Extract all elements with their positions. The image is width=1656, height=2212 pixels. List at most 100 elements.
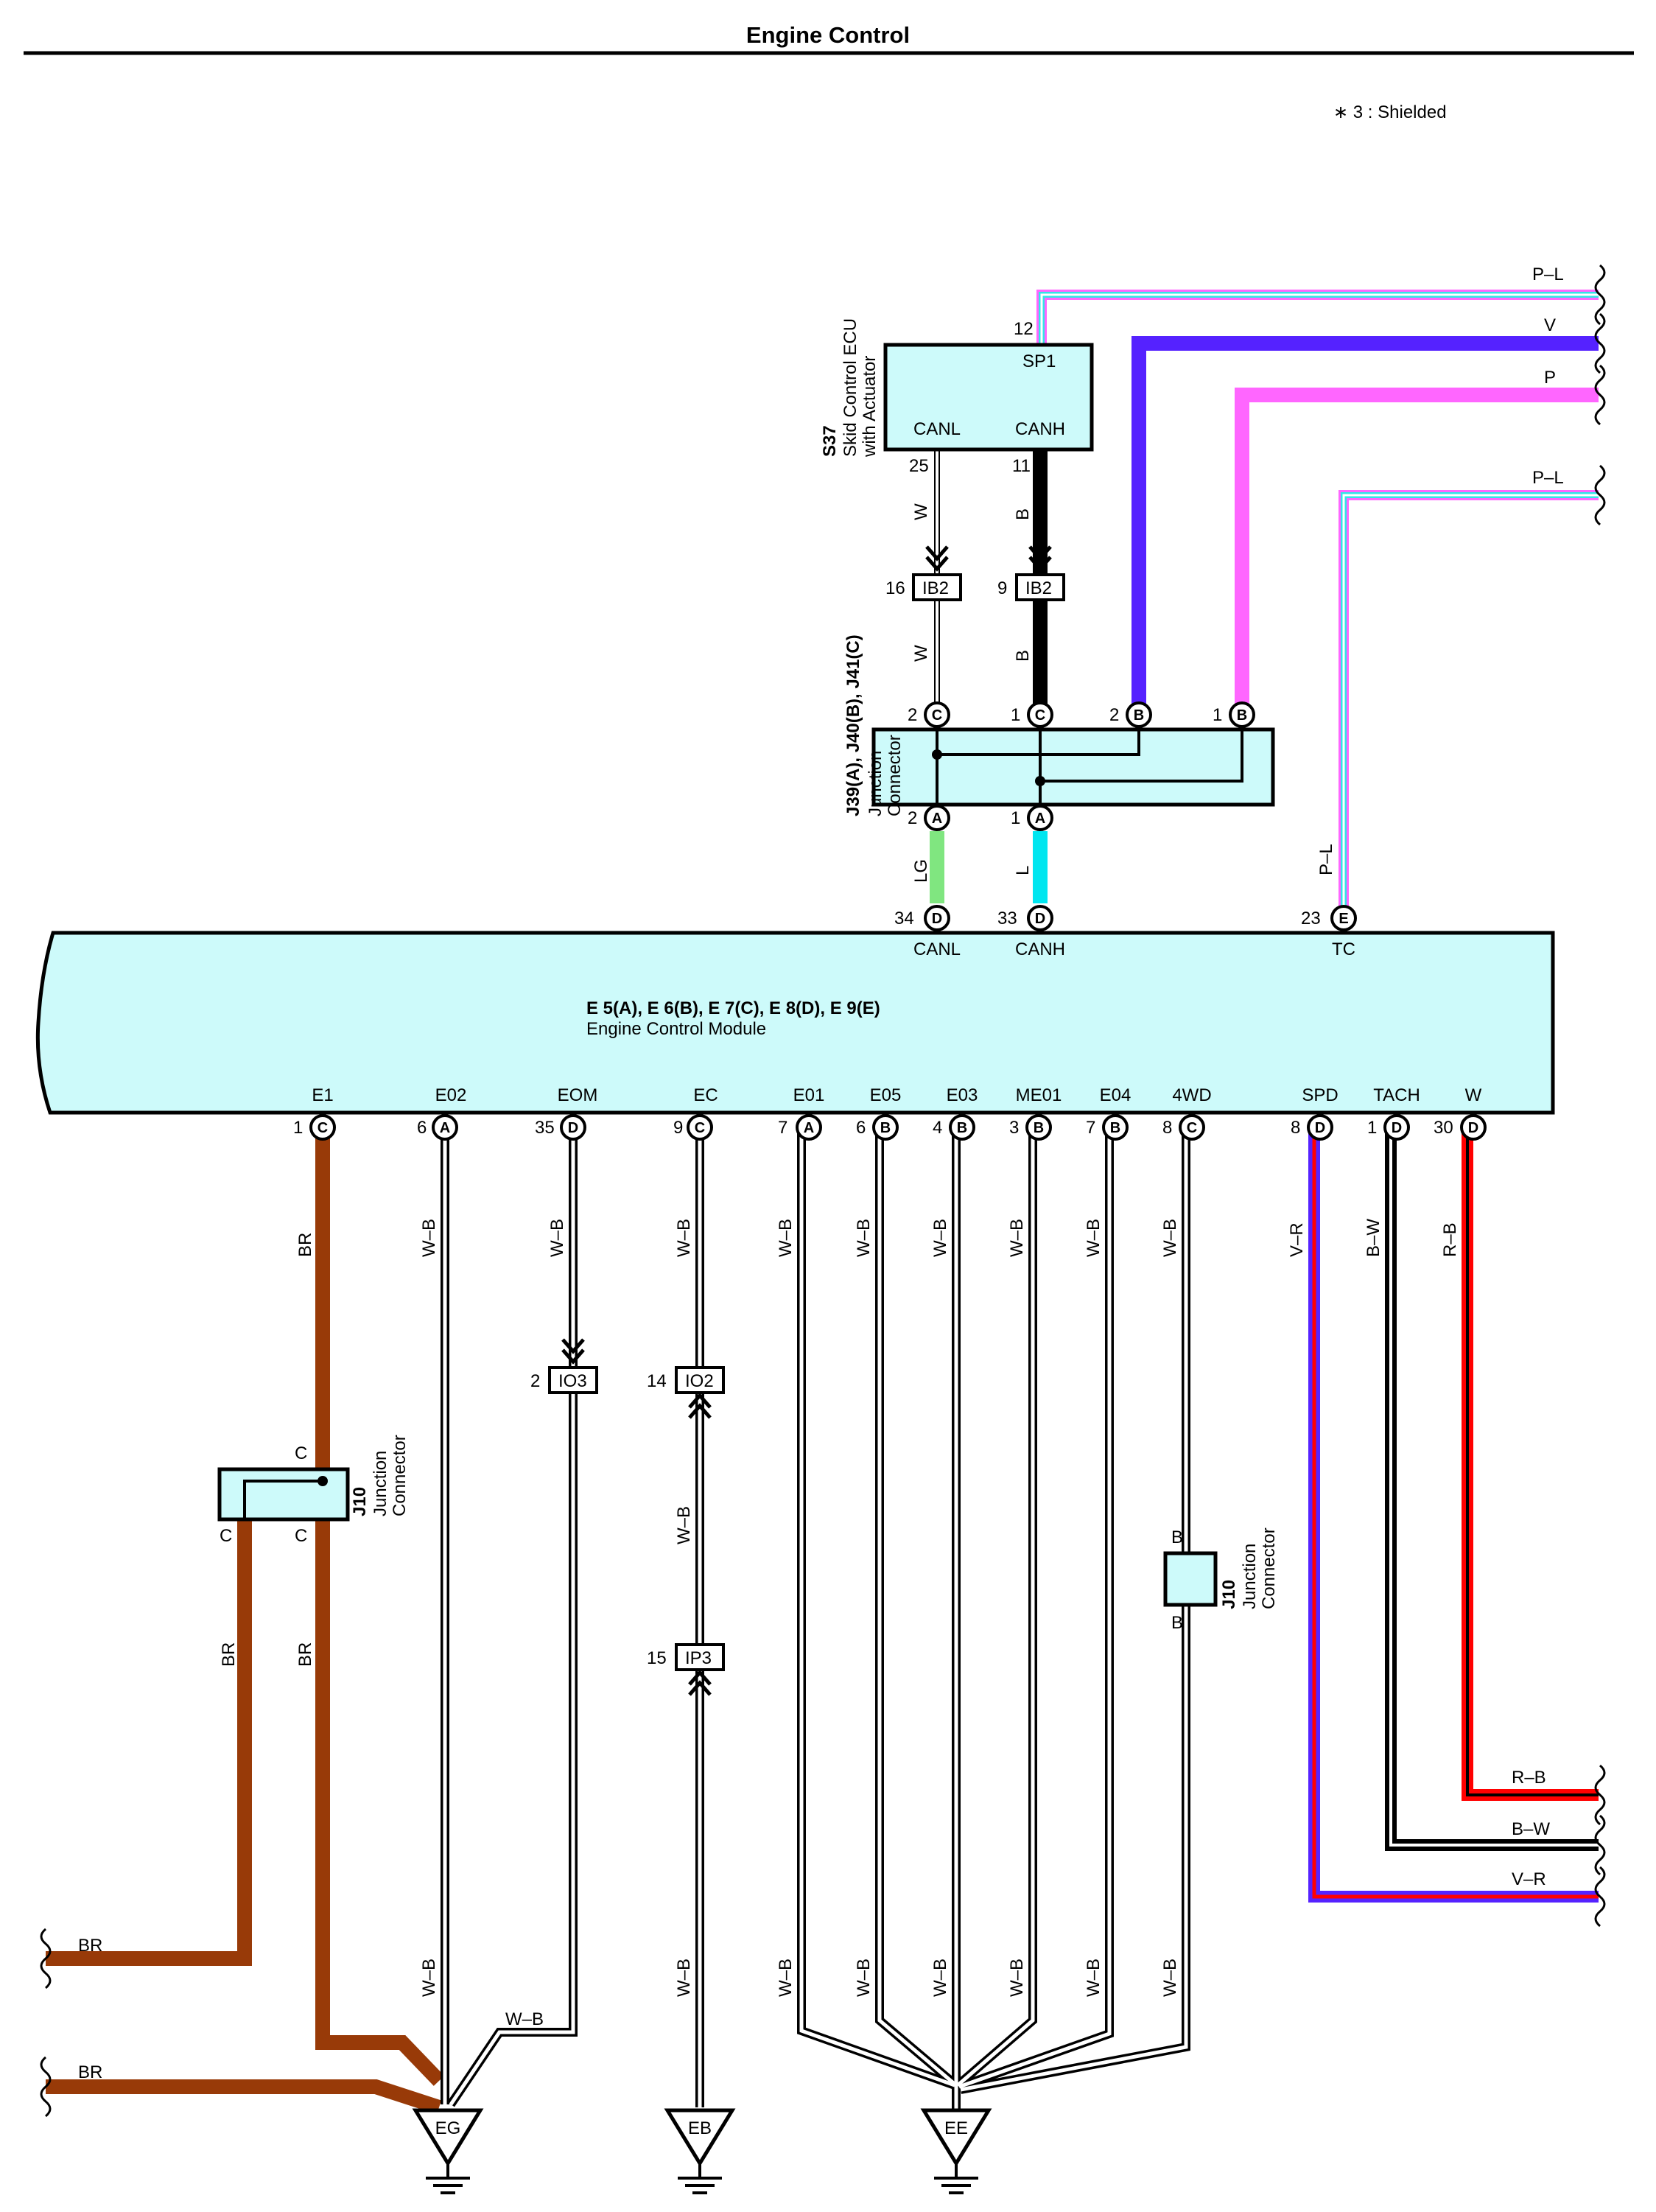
page-title: Engine Control <box>746 22 910 48</box>
svg-text:C: C <box>695 1120 705 1136</box>
wire-label-p-l-mid: P–L <box>1532 468 1564 488</box>
wire-label-v-r: V–R <box>1287 1222 1307 1257</box>
svg-text:B: B <box>1034 1120 1044 1136</box>
in-line-connector <box>1015 573 1065 601</box>
svg-text:E: E <box>1339 911 1348 927</box>
wire-label-w-b: W–B <box>1084 1959 1104 1997</box>
engine-control-module <box>35 931 1555 1115</box>
wire-label-br: BR <box>78 1936 102 1956</box>
ecm-bottom-pin-e02: A <box>432 1114 458 1141</box>
component-name: Connector <box>390 1435 410 1516</box>
in-line-connector <box>675 1366 725 1394</box>
svg-text:A: A <box>804 1120 814 1136</box>
ecm-bottom-pin-e1: C <box>309 1114 336 1141</box>
pin-number: 11 <box>1012 456 1031 476</box>
pin-number: 35 <box>535 1118 555 1138</box>
ecm-bottom-pin-e05: B <box>872 1114 899 1141</box>
wire-label-p-l-top: P–L <box>1532 265 1564 284</box>
wire-label-p-l-vert: P–L <box>1316 844 1336 875</box>
wire-label-w-b: W–B <box>1160 1219 1180 1257</box>
skid-control-ecu <box>883 343 1094 452</box>
wire-label-w-b: W–B <box>505 2009 544 2029</box>
break-symbol <box>1594 312 1606 374</box>
terminal-name: EC <box>693 1085 718 1105</box>
pin-number: 12 <box>1014 319 1034 339</box>
pin-number: 7 <box>1086 1118 1095 1138</box>
terminal-name: E01 <box>793 1085 825 1105</box>
wire-b-w <box>1385 1129 1599 1851</box>
ground-eg: EG <box>412 2108 484 2194</box>
terminal-name: SP1 <box>1022 351 1056 371</box>
junction-connector-j10 <box>217 1467 350 1522</box>
junction-letter: C <box>295 1443 307 1463</box>
wire-w-b-group <box>441 1129 1190 2109</box>
wire-label-r-b: R–B <box>1512 1768 1546 1788</box>
junction-connector-j10 <box>1163 1551 1218 1607</box>
terminal-name: CANH <box>1015 419 1065 439</box>
in-line-connector <box>675 1643 725 1671</box>
male-connector-arrow <box>1028 545 1052 572</box>
connector-pin: 15 <box>647 1648 667 1668</box>
pin-circle: C <box>924 701 950 728</box>
wire-v <box>1132 336 1599 713</box>
break-symbol <box>1594 364 1606 426</box>
pin-number: 33 <box>997 909 1017 928</box>
wire-label-w: W <box>911 645 931 662</box>
terminal-name: W <box>1465 1085 1482 1105</box>
pin-number: 6 <box>417 1118 427 1138</box>
ground-ee: EE <box>920 2108 992 2194</box>
svg-text:D: D <box>932 911 942 927</box>
connector-id: IO3 <box>558 1371 587 1391</box>
wire-label-b-w: B–W <box>1512 1819 1550 1839</box>
junction-dot <box>317 1476 328 1486</box>
pin-circle: E <box>1330 905 1357 931</box>
wire-label-w-b: W–B <box>854 1959 874 1997</box>
junction-dot <box>932 749 942 760</box>
break-symbol <box>1594 1866 1606 1928</box>
break-symbol <box>40 1928 52 1989</box>
break-symbol <box>40 2056 52 2118</box>
female-connector-arrow <box>688 1670 712 1696</box>
pin-circle: C <box>1027 701 1053 728</box>
component-name: Junction <box>1240 1544 1260 1609</box>
connector-pin: 16 <box>885 578 905 598</box>
terminal-name: CANL <box>913 939 961 959</box>
junction-dot <box>1035 776 1045 786</box>
wire-label-w-b: W–B <box>1160 1959 1180 1997</box>
terminal-name: CANH <box>1015 939 1065 959</box>
wire-label-b: B <box>1013 650 1033 662</box>
pin-number: 7 <box>778 1118 787 1138</box>
pin-circle: D <box>1027 905 1053 931</box>
wire-label-br: BR <box>219 1642 239 1667</box>
ecm-bottom-pin-tach: D <box>1383 1114 1410 1141</box>
wire-br-lower <box>46 2079 442 2115</box>
wire-label-br: BR <box>295 1233 315 1257</box>
wire-label-p: P <box>1544 368 1556 388</box>
terminal-name: TACH <box>1373 1085 1420 1105</box>
junction-letter: C <box>220 1526 232 1546</box>
connector-id: IO2 <box>685 1371 714 1391</box>
male-connector-arrow <box>561 1338 585 1365</box>
wire-label-l: L <box>1013 866 1033 875</box>
svg-text:A: A <box>1035 811 1045 827</box>
break-symbol <box>1594 1814 1606 1876</box>
terminal-name: E03 <box>947 1085 978 1105</box>
svg-text:A: A <box>440 1120 450 1136</box>
svg-text:D: D <box>1392 1120 1402 1136</box>
component-name: Junction <box>866 751 885 816</box>
pin-circle: B <box>1229 701 1255 728</box>
pin-number: 1 <box>1011 705 1020 725</box>
pin-number: 8 <box>1291 1118 1300 1138</box>
wire-label-w-b: W–B <box>930 1959 950 1997</box>
pin-number: 1 <box>293 1118 303 1138</box>
terminal-name: E04 <box>1100 1085 1132 1105</box>
junction-letter: B <box>1171 1613 1183 1633</box>
pin-number: 1 <box>1213 705 1222 725</box>
svg-text:D: D <box>1468 1120 1478 1136</box>
wire-p <box>1235 388 1599 713</box>
junction-internal-lines <box>243 1480 323 1519</box>
ecm-name: Engine Control Module <box>586 1019 766 1039</box>
svg-text:C: C <box>1035 707 1045 724</box>
pin-number: 8 <box>1162 1118 1172 1138</box>
